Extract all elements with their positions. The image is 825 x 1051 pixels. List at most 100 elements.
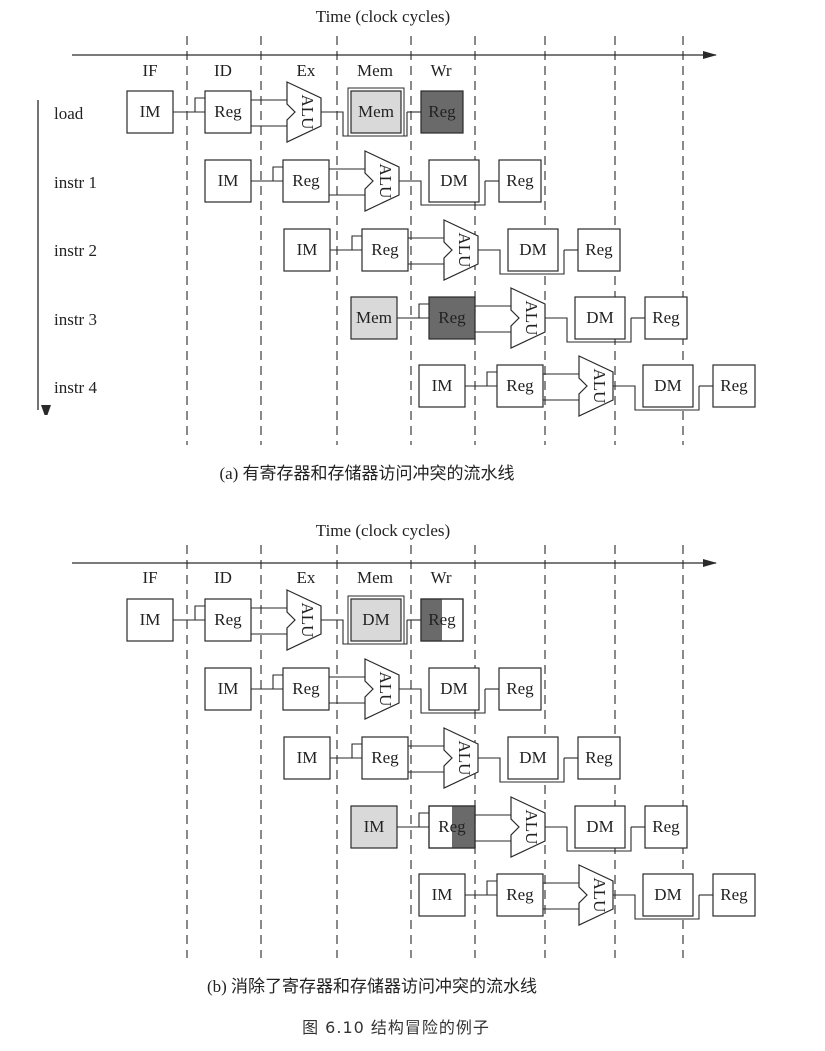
instr-label-4: instr 4 bbox=[54, 378, 97, 397]
time-label-a: Time (clock cycles) bbox=[316, 7, 450, 26]
pipeline-wire bbox=[545, 317, 632, 343]
reg-box bbox=[498, 667, 542, 711]
alu-label: ALU bbox=[376, 672, 395, 707]
pipeline-wire bbox=[478, 757, 565, 783]
im-box bbox=[204, 159, 252, 203]
im-box bbox=[283, 228, 331, 272]
im-box bbox=[350, 805, 398, 849]
dm-label: DM bbox=[440, 171, 467, 190]
pipeline-wire bbox=[321, 619, 408, 645]
dm-label: DM bbox=[440, 679, 467, 698]
dm-box bbox=[428, 667, 480, 711]
mem-box bbox=[350, 90, 402, 134]
instr-label-load: load bbox=[54, 104, 84, 123]
pipeline-wire bbox=[486, 371, 497, 386]
dm-box bbox=[507, 228, 559, 272]
pipeline-wire bbox=[194, 605, 205, 620]
im-label: IM bbox=[364, 817, 385, 836]
im-label: IM bbox=[218, 171, 239, 190]
stage-label-id-a: ID bbox=[214, 61, 232, 80]
reg-label: Reg bbox=[438, 308, 466, 327]
mem-label: Mem bbox=[358, 102, 394, 121]
reg-label: Reg bbox=[214, 610, 242, 629]
stage-label-ex-a: Ex bbox=[297, 61, 316, 80]
im-box bbox=[418, 873, 466, 917]
reg-box bbox=[361, 736, 409, 780]
stage-label-if-a: IF bbox=[142, 61, 157, 80]
time-label-b: Time (clock cycles) bbox=[316, 521, 450, 540]
pipeline-wire bbox=[418, 812, 429, 827]
im-label: IM bbox=[140, 102, 161, 121]
pipeline-wire bbox=[418, 303, 429, 318]
instr-label-1: instr 1 bbox=[54, 173, 97, 192]
dm-label: DM bbox=[519, 240, 546, 259]
reg-label: Reg bbox=[585, 748, 613, 767]
instr-label-2: instr 2 bbox=[54, 241, 97, 260]
dm-box bbox=[574, 296, 626, 340]
alu-unit bbox=[364, 150, 400, 212]
im-label: IM bbox=[218, 679, 239, 698]
alu-label: ALU bbox=[298, 603, 317, 638]
pipeline-wire bbox=[272, 674, 283, 689]
im-label: IM bbox=[297, 240, 318, 259]
instr-label-3: instr 3 bbox=[54, 310, 97, 329]
dm-box bbox=[574, 805, 626, 849]
pipeline-wire bbox=[321, 111, 408, 137]
dm-label: DM bbox=[586, 817, 613, 836]
reg-box bbox=[496, 873, 544, 917]
reg-label: Reg bbox=[214, 102, 242, 121]
stage-label-id-b: ID bbox=[214, 568, 232, 587]
reg-box bbox=[498, 159, 542, 203]
reg-box bbox=[577, 736, 621, 780]
reg-label: Reg bbox=[292, 679, 320, 698]
reg-box bbox=[644, 805, 688, 849]
im-label: IM bbox=[432, 376, 453, 395]
reg-label: Reg bbox=[720, 376, 748, 395]
reg-label: Reg bbox=[585, 240, 613, 259]
im-box bbox=[126, 598, 174, 642]
reg-box-outline bbox=[428, 805, 476, 849]
reg-label: Reg bbox=[371, 748, 399, 767]
reg-box bbox=[361, 228, 409, 272]
pipeline-wire bbox=[545, 826, 632, 852]
figure-caption: 图 6.10 结构冒险的例子 bbox=[302, 1018, 490, 1037]
alu-unit bbox=[443, 219, 479, 281]
alu-unit bbox=[286, 589, 322, 651]
reg-box bbox=[204, 598, 252, 642]
alu-label: ALU bbox=[590, 878, 609, 913]
pipeline-wire bbox=[351, 235, 362, 250]
reg-box bbox=[644, 296, 688, 340]
mem-label: Mem bbox=[356, 308, 392, 327]
reg-label: Reg bbox=[506, 376, 534, 395]
dm-label: DM bbox=[654, 376, 681, 395]
im-box bbox=[283, 736, 331, 780]
pipeline-wire bbox=[194, 97, 205, 112]
reg-label: Reg bbox=[506, 679, 534, 698]
alu-label: ALU bbox=[376, 164, 395, 199]
alu-unit bbox=[364, 658, 400, 720]
alu-unit bbox=[443, 727, 479, 789]
dm-box bbox=[642, 873, 694, 917]
reg-label: Reg bbox=[652, 308, 680, 327]
stage-label-ex-b: Ex bbox=[297, 568, 316, 587]
reg-label: Reg bbox=[652, 817, 680, 836]
im-box bbox=[418, 364, 466, 408]
reg-label: Reg bbox=[371, 240, 399, 259]
dm-label: DM bbox=[519, 748, 546, 767]
alu-unit bbox=[578, 355, 614, 417]
reg-write-half bbox=[421, 599, 442, 641]
dm-label: DM bbox=[654, 885, 681, 904]
dm-box bbox=[642, 364, 694, 408]
alu-label: ALU bbox=[522, 810, 541, 845]
alu-label: ALU bbox=[590, 369, 609, 404]
reg-label: Reg bbox=[506, 885, 534, 904]
mem-box-frame bbox=[347, 87, 405, 137]
